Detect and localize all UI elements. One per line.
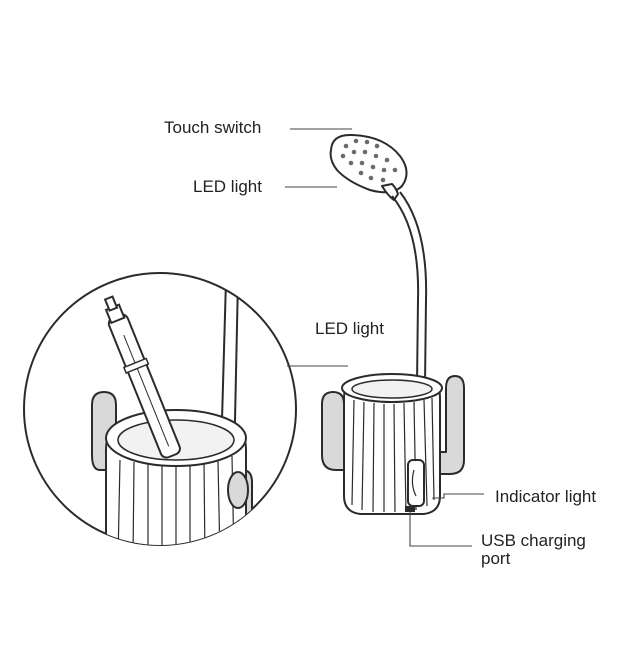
holder-ribs xyxy=(351,397,435,513)
zoom-detail-circle xyxy=(23,272,297,546)
leader-lines xyxy=(285,128,484,547)
gooseneck xyxy=(391,191,428,471)
head-dots xyxy=(340,138,398,183)
label-usb-line2: port xyxy=(481,548,511,568)
label-indicator-light: Indicator light xyxy=(495,487,597,506)
label-led-light-head: LED light xyxy=(193,177,262,196)
label-usb-charging-port: USB charging port xyxy=(481,532,586,568)
pen xyxy=(103,295,181,459)
label-touch-switch: Touch switch xyxy=(164,118,262,137)
label-led-light-holder: LED light xyxy=(315,319,384,338)
leader-indicator-light xyxy=(432,493,484,499)
leader-usb-port xyxy=(409,512,472,547)
cactus-holder xyxy=(321,373,465,515)
label-usb-line1: USB charging xyxy=(481,531,586,550)
lamp-head xyxy=(329,133,408,201)
